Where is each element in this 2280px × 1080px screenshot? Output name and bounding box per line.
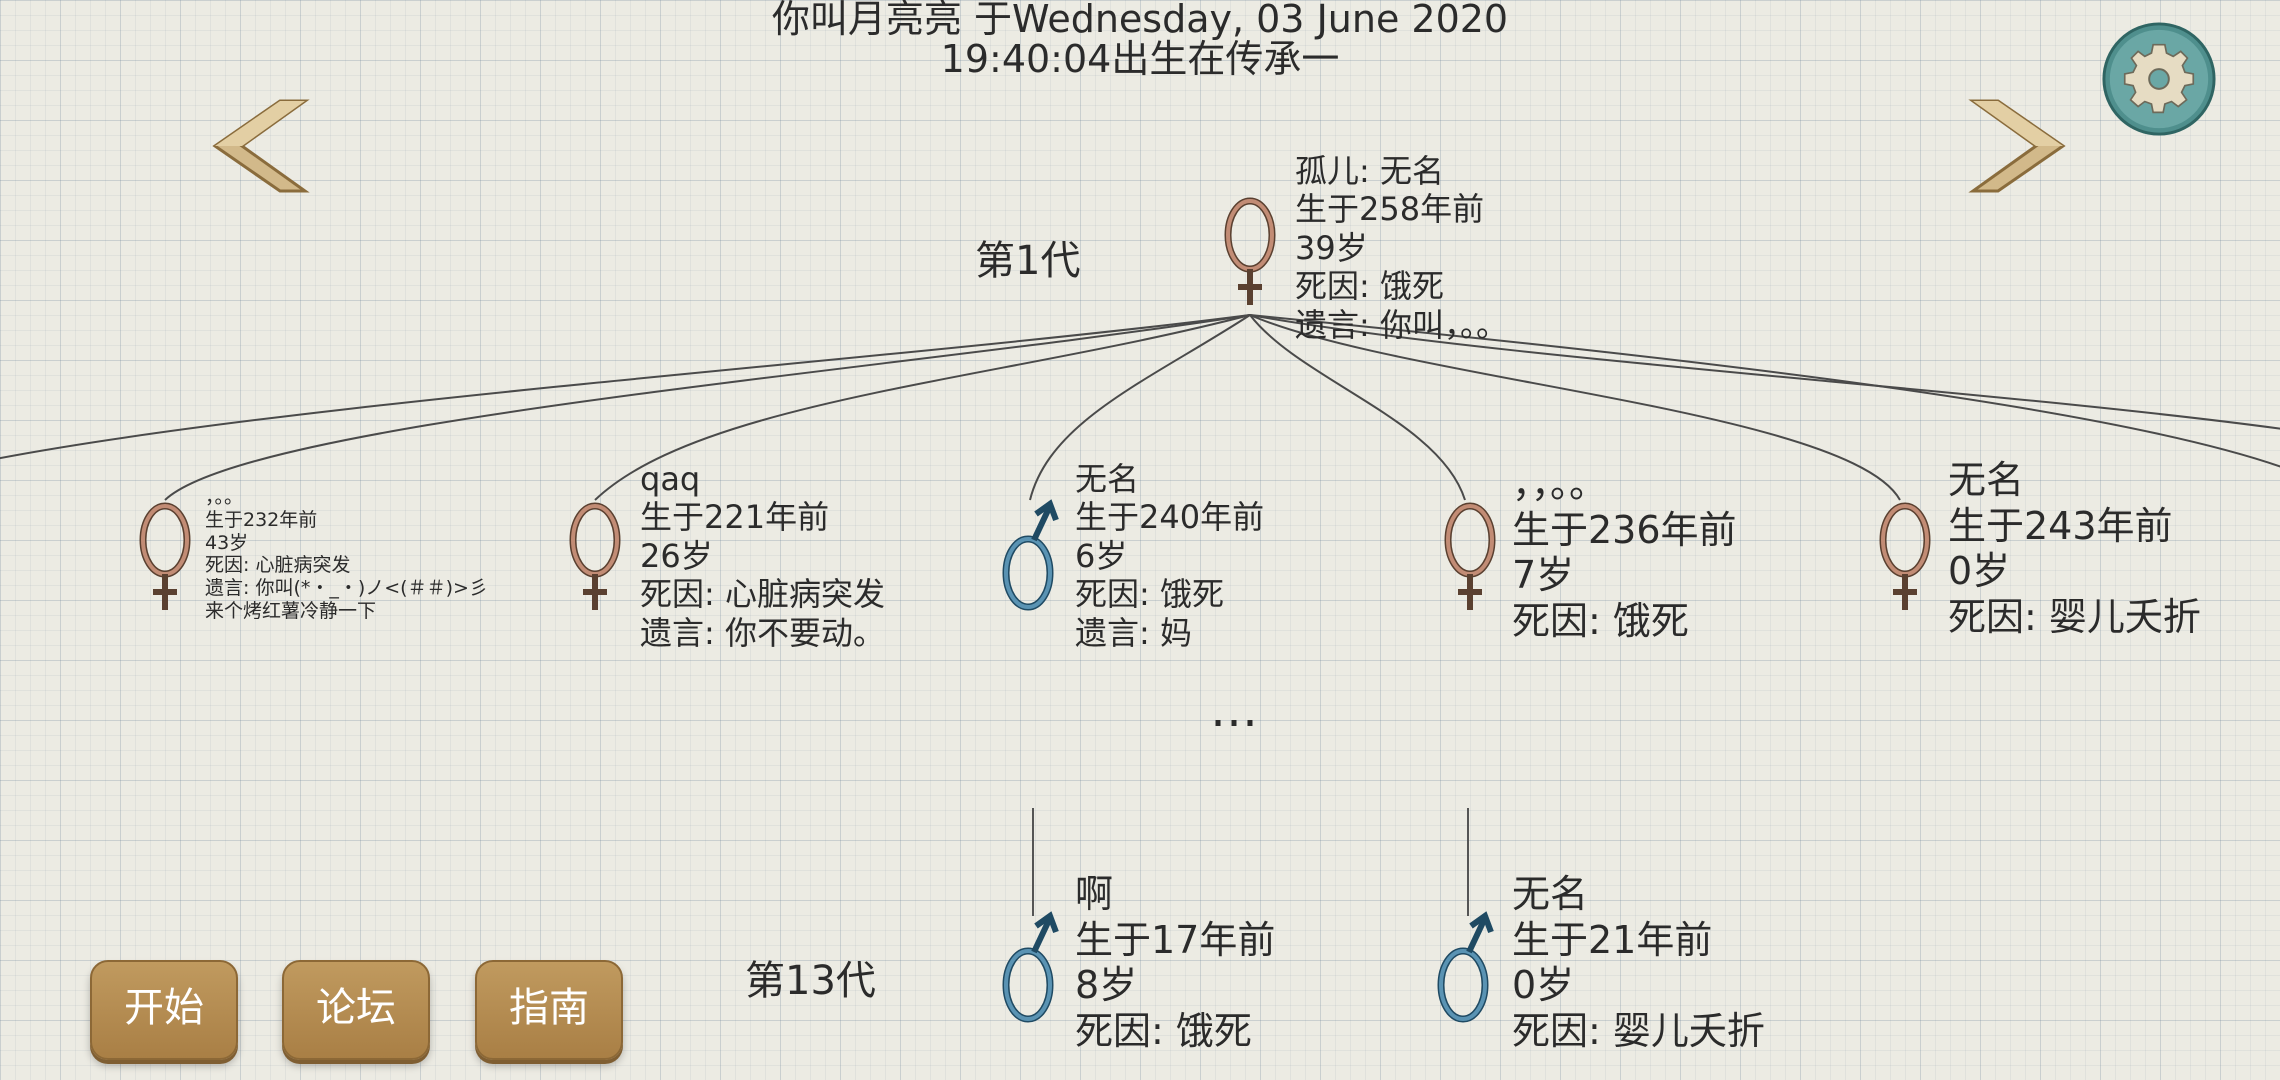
guide-button[interactable]: 指南 [475, 960, 623, 1060]
link-child-4 [1249, 314, 1466, 501]
female-symbol-icon[interactable] [565, 500, 625, 615]
descendant-info-1: 啊 生于17年前 8岁 死因: 饿死 [1075, 872, 1276, 1053]
lineage-line [1032, 808, 1034, 916]
child-info-1: ，。。 生于232年前 43岁 死因: 心脏病突发 遗言: 你叫(*・_・)ノ<… [205, 486, 488, 622]
link-child-5 [1249, 314, 1901, 501]
generation-label: 第13代 [745, 958, 876, 1004]
male-symbol-icon[interactable] [1000, 498, 1070, 613]
male-symbol-icon[interactable] [1000, 910, 1070, 1025]
female-symbol-icon[interactable] [1440, 500, 1500, 615]
person-name: 孤儿: 无名 [1295, 152, 1444, 190]
birth-info-line2: 19:40:04出生在传承一 [940, 37, 1340, 81]
person-birth: 生于258年前 [1295, 190, 1485, 229]
female-symbol-icon[interactable] [1220, 195, 1280, 310]
generations-ellipsis: … [1210, 682, 1260, 738]
person-cause-of-death: 死因: 饿死 [1295, 267, 1444, 306]
link-child-1 [164, 314, 1251, 501]
child-info-4: ，，。。 生于236年前 7岁 死因: 饿死 [1512, 462, 1737, 643]
female-symbol-icon[interactable] [135, 500, 195, 615]
child-info-2: qaq 生于221年前 26岁 死因: 心脏病突发 遗言: 你不要动。 [640, 460, 885, 652]
link-child-2 [594, 314, 1251, 501]
lineage-line [1467, 808, 1469, 916]
birth-info-line1: 你叫月亮亮 于Wednesday, 03 June 2020 [771, 0, 1509, 41]
chevron-right-icon[interactable] [1968, 96, 2068, 196]
start-button[interactable]: 开始 [90, 960, 238, 1060]
female-symbol-icon[interactable] [1875, 500, 1935, 615]
generation-label: 第1代 [975, 238, 1081, 284]
person-last-words: 遗言: 你叫，。。 [1295, 305, 1508, 344]
male-symbol-icon[interactable] [1435, 910, 1505, 1025]
link-offscreen-right-2 [1249, 314, 2280, 468]
child-info-3: 无名 生于240年前 6岁 死因: 饿死 遗言: 妈 [1075, 460, 1265, 652]
link-offscreen-left [0, 314, 1251, 460]
person-age: 39岁 [1295, 228, 1368, 267]
root-ancestor-info: 孤儿: 无名 生于258年前 39岁 死因: 饿死 遗言: 你叫，。。 [1295, 152, 1508, 344]
gear-icon[interactable] [2100, 20, 2218, 138]
link-child-3 [1029, 314, 1251, 501]
link-offscreen-right [1249, 314, 2280, 430]
forum-button[interactable]: 论坛 [282, 960, 430, 1060]
chevron-left-icon[interactable] [210, 96, 310, 196]
child-info-5: 无名 生于243年前 0岁 死因: 婴儿夭折 [1948, 458, 2201, 639]
descendant-info-2: 无名 生于21年前 0岁 死因: 婴儿夭折 [1512, 872, 1765, 1053]
